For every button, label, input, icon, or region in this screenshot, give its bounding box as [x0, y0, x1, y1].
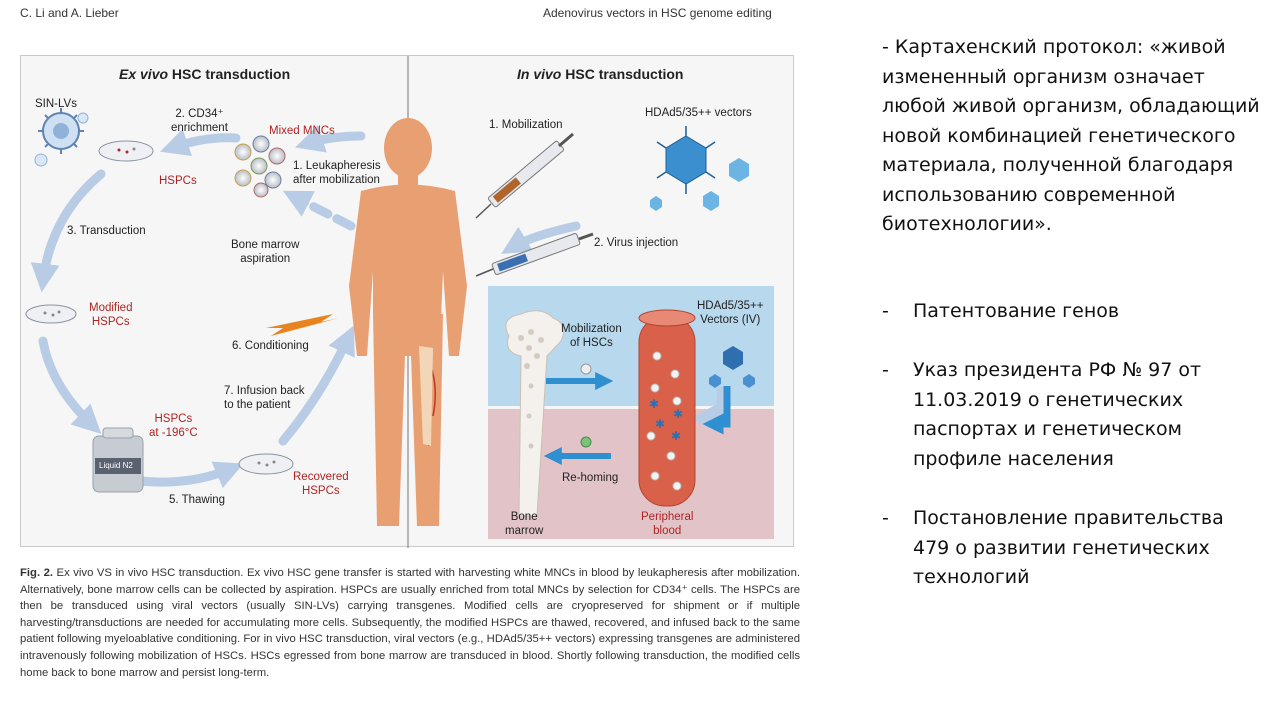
- arrow-cryopreservation: [38, 336, 102, 434]
- rehoming-cell: [580, 436, 592, 448]
- bullet-dash: -: [882, 300, 889, 322]
- caption-text: Ex vivo VS in vivo HSC transduction. Ex …: [20, 567, 800, 679]
- arrow-virus-injection: [501, 221, 581, 254]
- arrow-iv-to-blood: [702, 386, 731, 435]
- figure-caption: Fig. 2. Ex vivo VS in vivo HSC transduct…: [20, 565, 800, 681]
- figure-panel: ✱ ✱ ✱ ✱ Ex vivo HSC transduction In vivo HS…: [20, 55, 794, 548]
- conditioning-lightning: [266, 314, 339, 336]
- mixed-mnc-cells: [234, 135, 286, 198]
- cartagena-paragraph: - Картахенский протокол: «живой измененн…: [882, 36, 1260, 235]
- syringe-mobilization: [475, 132, 574, 219]
- petri-dish-modified: [25, 304, 77, 324]
- right-panel-title: In vivo HSC transduction: [517, 66, 684, 82]
- leg-bone: [419, 346, 433, 446]
- bullet-item: - Постановление правительства 479 о разв…: [882, 504, 1262, 593]
- bullet-text: Патентование генов: [913, 300, 1120, 322]
- sin-lv-virus: [34, 108, 89, 167]
- arrow-transduction: [30, 169, 106, 293]
- label-hspcs: HSPCs: [159, 175, 197, 187]
- label-cd34-enrichment: 2. CD34⁺enrichment: [171, 108, 228, 134]
- bone-marrow-bone: [505, 310, 565, 517]
- left-panel-title: Ex vivo HSC transduction: [119, 66, 291, 82]
- label-mixed-mncs: Mixed MNCs: [269, 125, 335, 137]
- svg-text:✱: ✱: [671, 429, 681, 443]
- caption-label: Fig. 2.: [20, 567, 54, 579]
- label-transduction: 3. Transduction: [67, 225, 146, 237]
- mobilizing-cell: [580, 363, 592, 375]
- arrow-enrichment: [160, 128, 241, 157]
- bullet-item: - Патентование генов: [882, 297, 1262, 327]
- bullet-dash: -: [882, 507, 889, 529]
- label-sin-lvs: SIN-LVs: [35, 98, 77, 110]
- svg-text:✱: ✱: [655, 417, 665, 431]
- label-rehoming: Re-homing: [562, 472, 619, 484]
- label-hdad-iv: HDAd5/35++Vectors (IV): [697, 300, 764, 326]
- label-liquid-n2: Liquid N2: [99, 461, 133, 470]
- arrow-infusion: [278, 325, 355, 446]
- arrow-thawing: [136, 461, 244, 489]
- svg-text:✱: ✱: [649, 397, 659, 411]
- liquid-n2-tank: [92, 427, 144, 493]
- hdad-vectors-icon: [650, 126, 749, 211]
- arrow-leukapheresis: [295, 125, 366, 153]
- header-authors: C. Li and A. Lieber: [20, 6, 119, 20]
- bullet-text: Указ президента РФ № 97 от 11.03.2019 о …: [913, 359, 1202, 470]
- bullet-text: Постановление правительства 479 о развит…: [913, 507, 1224, 588]
- bullet-item: - Указ президента РФ № 97 от 11.03.2019 …: [882, 356, 1262, 474]
- hdad-iv-vector-icon: [709, 346, 755, 388]
- label-thawing: 5. Thawing: [169, 494, 226, 506]
- label-virus-injection: 2. Virus injection: [594, 237, 679, 249]
- arrow-aspiration: [282, 190, 356, 231]
- petri-dish-hspcs: [98, 140, 154, 162]
- header-journal-title: Adenovirus vectors in HSC genome editing: [543, 6, 772, 20]
- label-conditioning: 6. Conditioning: [232, 340, 309, 352]
- label-hdad-vectors: HDAd5/35++ vectors: [645, 107, 752, 119]
- svg-text:✱: ✱: [673, 407, 683, 421]
- syringe-virus: [475, 232, 594, 277]
- petri-dish-recovered: [238, 453, 294, 475]
- blood-vessel: ✱ ✱ ✱ ✱: [638, 309, 696, 507]
- label-mobilization: 1. Mobilization: [489, 119, 563, 131]
- bullet-dash: -: [882, 359, 889, 381]
- figure-illustration: ✱ ✱ ✱ ✱: [25, 56, 774, 548]
